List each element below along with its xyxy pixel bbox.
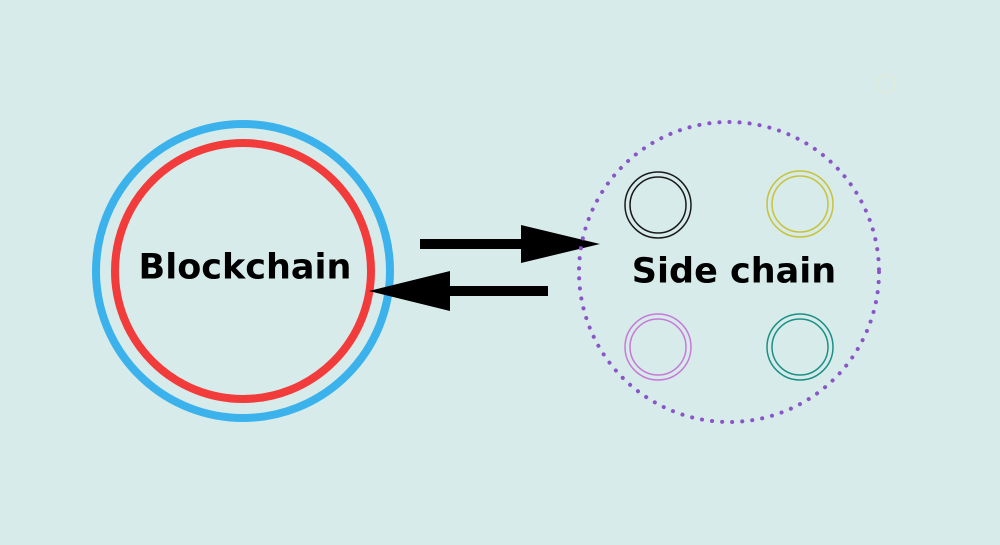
sidechain-label: Side chain bbox=[631, 251, 837, 292]
blockchain-inner-ring bbox=[111, 139, 375, 403]
sidechain-node-3-inner-ring bbox=[629, 318, 687, 376]
sidechain-node-2 bbox=[766, 170, 834, 238]
faint-mark bbox=[876, 74, 896, 94]
sidechain-node-4 bbox=[766, 313, 834, 381]
arrow-to-blockchain-head bbox=[369, 271, 450, 311]
blockchain-label: Blockchain bbox=[138, 247, 352, 288]
sidechain-boundary bbox=[577, 120, 881, 424]
sidechain-node-2-outer-ring bbox=[766, 170, 834, 238]
sidechain-node-1 bbox=[624, 171, 692, 239]
arrow-to-sidechain bbox=[420, 225, 600, 263]
arrow-to-blockchain bbox=[369, 271, 548, 311]
sidechain-node-4-outer-ring bbox=[766, 313, 834, 381]
arrow-to-sidechain-head bbox=[521, 225, 600, 263]
sidechain-node-1-outer-ring bbox=[624, 171, 692, 239]
sidechain-node-3 bbox=[624, 313, 692, 381]
sidechain-node-3-outer-ring bbox=[624, 313, 692, 381]
sidechain-node-2-inner-ring bbox=[771, 175, 829, 233]
sidechain-node-4-inner-ring bbox=[771, 318, 829, 376]
blockchain-outer-ring bbox=[92, 120, 394, 422]
blockchain-node bbox=[92, 120, 394, 422]
sidechain-node-1-inner-ring bbox=[629, 176, 687, 234]
